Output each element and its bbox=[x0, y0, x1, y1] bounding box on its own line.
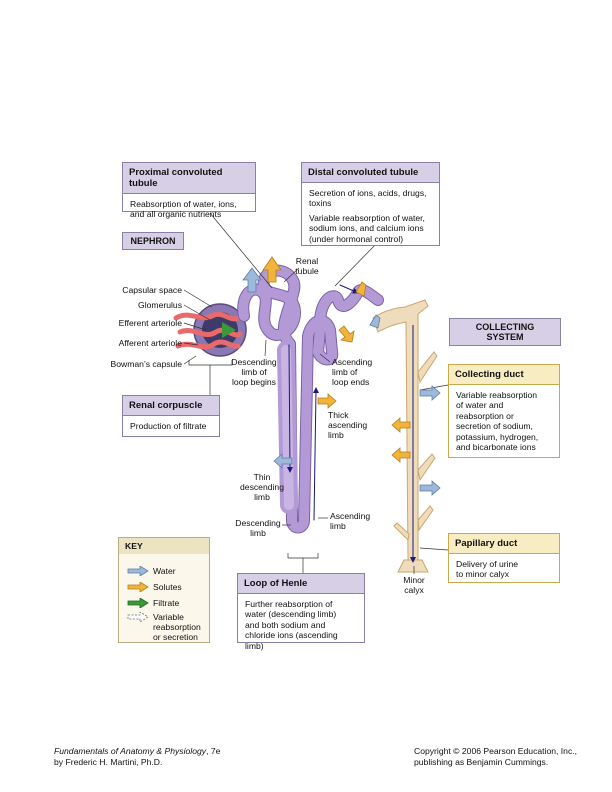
nephron-tag: NEPHRON bbox=[122, 232, 184, 250]
footer-copyright: Copyright © 2006 Pearson Education, Inc.… bbox=[414, 746, 578, 756]
footer-edition: , 7e bbox=[206, 746, 221, 756]
collecting-duct-body: Variable reabsorption of water and reabs… bbox=[456, 390, 539, 453]
papillary-duct-title: Papillary duct bbox=[449, 534, 559, 554]
solutes-arrow bbox=[262, 256, 411, 463]
dct-title: Distal convoluted tubule bbox=[302, 163, 439, 183]
efferent-arteriole-label: Efferent arteriole bbox=[118, 318, 182, 328]
papillary-duct-body: Delivery of urine to minor calyx bbox=[456, 559, 519, 580]
pct-title: Proximal convoluted tubule bbox=[123, 163, 255, 194]
solutes-arrow-icon bbox=[127, 582, 149, 592]
collecting-duct-shape bbox=[372, 299, 438, 573]
capsular-space-label: Capsular space bbox=[122, 285, 182, 295]
key-legend: KEY Water Solutes Filtrate Variable reab… bbox=[118, 537, 210, 643]
thick-ascending-limb-label: Thick ascending limb bbox=[328, 410, 368, 440]
water-arrow bbox=[242, 267, 441, 496]
ascending-limb-label: Ascending limb bbox=[330, 511, 371, 531]
thin-descending-limb-label: Thin descending limb bbox=[240, 472, 284, 502]
variable-arrow-icon bbox=[127, 612, 149, 622]
renal-corpuscle-body: Production of filtrate bbox=[130, 421, 207, 431]
collecting-system-tag: COLLECTING SYSTEM bbox=[449, 318, 561, 346]
footer-author: by Frederic H. Martini, Ph.D. bbox=[54, 757, 163, 767]
renal-tubule-label: Renal tubule bbox=[295, 256, 319, 276]
dct-box: Distal convoluted tubule Secretion of io… bbox=[301, 162, 440, 246]
renal-corpuscle-title: Renal corpuscle bbox=[123, 396, 219, 416]
collecting-duct-box: Collecting duct Variable reabsorption of… bbox=[448, 364, 560, 458]
collecting-duct-title: Collecting duct bbox=[449, 365, 559, 385]
renal-tubule-shape bbox=[237, 264, 384, 534]
footer-left: Fundamentals of Anatomy & Physiology, 7e… bbox=[54, 746, 220, 768]
loop-of-henle-body: Further reabsorption of water (descendin… bbox=[245, 599, 338, 651]
descending-limb-begins-label: Descending limb of loop begins bbox=[231, 357, 277, 387]
afferent-arteriole-label: Afferent arteriole bbox=[118, 338, 182, 348]
renal-corpuscle-shape bbox=[173, 303, 247, 357]
glomerulus-label: Glomerulus bbox=[138, 300, 182, 310]
loop-of-henle-box: Loop of Henle Further reabsorption of wa… bbox=[237, 573, 365, 651]
papillary-duct-box: Papillary duct Delivery of urine to mino… bbox=[448, 533, 560, 583]
footer-publisher: publishing as Benjamin Cummings. bbox=[414, 757, 549, 767]
key-title: KEY bbox=[119, 538, 209, 554]
bowmans-capsule-label: Bowman’s capsule bbox=[110, 359, 183, 369]
footer-right: Copyright © 2006 Pearson Education, Inc.… bbox=[414, 746, 577, 768]
ascending-limb-ends-label: Ascending limb of loop ends bbox=[332, 357, 373, 387]
minor-calyx-label: Minor calyx bbox=[403, 575, 425, 595]
pct-box: Proximal convoluted tubule Reabsorption … bbox=[122, 162, 256, 219]
filtrate-arrow-icon bbox=[127, 598, 149, 608]
dct-body: Secretion of ions, acids, drugs, toxins … bbox=[309, 188, 427, 244]
renal-corpuscle-box: Renal corpuscle Production of filtrate bbox=[122, 395, 220, 437]
water-arrow-icon bbox=[127, 566, 149, 576]
pct-body: Reabsorption of water, ions, and all org… bbox=[130, 199, 237, 220]
descending-limb-label: Descending limb bbox=[235, 518, 281, 538]
loop-of-henle-title: Loop of Henle bbox=[238, 574, 364, 594]
footer-book-title: Fundamentals of Anatomy & Physiology bbox=[54, 746, 207, 756]
leader-lines bbox=[183, 212, 449, 574]
